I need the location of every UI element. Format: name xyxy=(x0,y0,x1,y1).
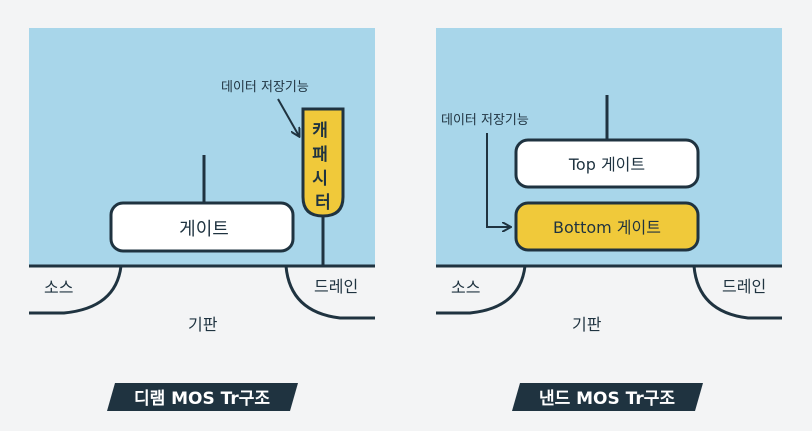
dram-annotation-arrow xyxy=(277,98,299,136)
dram-capacitor-label: 캐 패 시 터 xyxy=(312,121,334,213)
nand-bottom-gate xyxy=(514,201,700,252)
dram-source-label: 소스 xyxy=(44,278,73,297)
dram-gate xyxy=(109,201,295,253)
nand-top-gate-label: Top 게이트 xyxy=(568,155,645,174)
dram-capacitor xyxy=(301,107,345,218)
nand-title-banner xyxy=(512,383,703,411)
nand-title: 낸드 MOS Tr구조 xyxy=(539,389,675,409)
nand-drain-region xyxy=(692,265,782,320)
dram-title: 디램 MOS Tr구조 xyxy=(134,389,270,409)
dram-source-region xyxy=(29,265,123,315)
nand-bottom-gate-label: Bottom 게이트 xyxy=(553,218,661,237)
nand-source-region xyxy=(436,265,527,315)
nand-top-gate xyxy=(514,138,700,189)
dram-title-banner xyxy=(107,383,298,411)
nand-drain-label: 드레인 xyxy=(722,277,766,296)
dram-drain-label: 드레인 xyxy=(314,277,358,296)
dram-substrate-label: 기판 xyxy=(188,315,218,334)
nand-diagram: Top 게이트 Bottom 게이트 데이터 저장기능 소스 드레인 기판 낸드… xyxy=(436,28,782,411)
dram-drain-region xyxy=(284,265,375,320)
nand-substrate-label: 기판 xyxy=(572,315,602,334)
nand-source-label: 소스 xyxy=(451,278,480,297)
dram-gate-label: 게이트 xyxy=(179,219,229,240)
dram-diagram: 게이트 캐 패 시 터 데이터 저장기능 소스 드레인 기판 디램 MOS Tr… xyxy=(29,28,375,411)
dram-annotation: 데이터 저장기능 xyxy=(221,80,309,95)
nand-annotation-arrow xyxy=(486,133,510,227)
nand-annotation: 데이터 저장기능 xyxy=(441,113,529,128)
